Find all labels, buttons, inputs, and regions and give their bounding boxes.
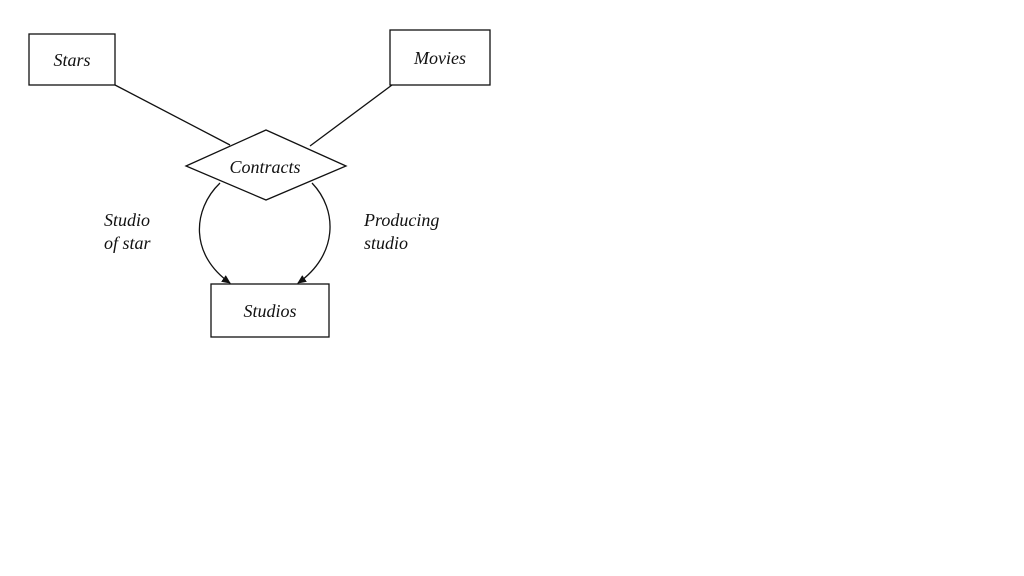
role-studio-of-star-line2: of star [104, 233, 152, 253]
role-studio-of-star: Studio of star [104, 210, 152, 253]
entity-stars-label: Stars [53, 50, 90, 70]
relationship-contracts-label: Contracts [229, 157, 300, 177]
role-producing-studio: Producing studio [363, 210, 439, 253]
role-producing-studio-line1: Producing [363, 210, 439, 230]
arc-studio-of-star [198, 182, 231, 284]
role-producing-studio-line2: studio [364, 233, 408, 253]
edge-stars-contracts [114, 84, 231, 146]
arc-producing-studio [297, 182, 331, 284]
entity-movies: Movies [389, 29, 491, 86]
entity-stars: Stars [28, 33, 116, 86]
relationship-contracts: Contracts [184, 129, 348, 201]
entity-studios: Studios [210, 283, 330, 338]
edge-movies-contracts [309, 84, 393, 147]
entity-studios-label: Studios [243, 301, 296, 321]
entity-movies-label: Movies [413, 48, 466, 68]
role-studio-of-star-line1: Studio [104, 210, 150, 230]
